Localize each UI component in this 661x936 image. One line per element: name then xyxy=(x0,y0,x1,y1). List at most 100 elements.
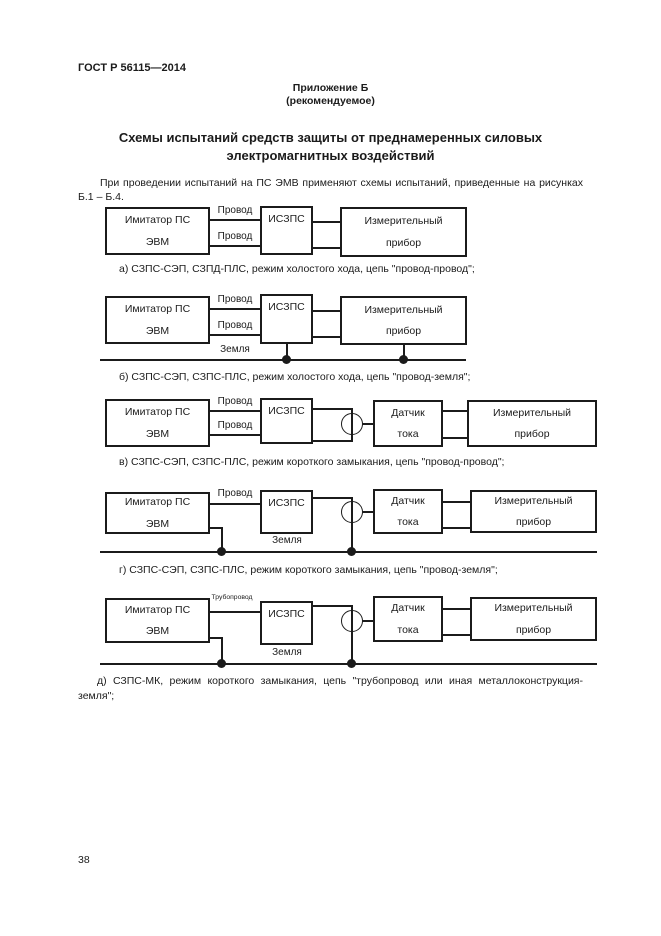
wire-line xyxy=(443,410,467,412)
ground-line xyxy=(100,663,597,665)
iszps-label: ИСЗПС xyxy=(268,405,305,417)
page-number: 38 xyxy=(78,854,90,866)
wire-label: Провод xyxy=(217,396,253,407)
current-probe-icon xyxy=(341,501,363,523)
wire-line xyxy=(313,336,340,338)
sensor-label-line1: Датчик xyxy=(391,494,425,507)
iszps-label: ИСЗПС xyxy=(268,301,305,313)
wire-line xyxy=(313,408,353,410)
caption-g: г) СЗПС-СЭП, СЗПС-ПЛС, режим короткого з… xyxy=(119,564,498,576)
wire-line xyxy=(210,219,260,221)
ground-line xyxy=(100,551,597,553)
junction-dot xyxy=(282,355,291,364)
ground-drop-line xyxy=(221,527,223,552)
imitator-label-line2: ЭВМ xyxy=(145,235,170,248)
meter-box: Измерительный прибор xyxy=(340,207,467,257)
wire-line xyxy=(443,608,470,610)
ground-drop-line xyxy=(286,344,288,360)
current-probe-icon xyxy=(341,610,363,632)
wire-label: Провод xyxy=(217,294,253,305)
wire-line xyxy=(210,611,260,613)
meter-label-line2: прибор xyxy=(515,516,552,528)
wire-label: Провод xyxy=(217,205,253,216)
wire-line xyxy=(313,221,340,223)
meter-label-line2: прибор xyxy=(385,325,422,337)
wire-label: Провод xyxy=(217,488,253,499)
iszps-label: ИСЗПС xyxy=(268,213,305,225)
current-sensor-box: Датчик тока xyxy=(373,596,443,642)
wire-line xyxy=(210,308,260,310)
intro-line2: Б.1 – Б.4. xyxy=(78,191,124,203)
iszps-box: ИСЗПС xyxy=(260,206,313,255)
imitator-label-line1: Имитатор ПС xyxy=(124,214,191,226)
imitator-label-line1: Имитатор ПС xyxy=(124,603,191,616)
caption-v: в) СЗПС-СЭП, СЗПС-ПЛС, режим короткого з… xyxy=(119,456,505,468)
iszps-label: ИСЗПС xyxy=(268,497,305,509)
imitator-label-line1: Имитатор ПС xyxy=(124,406,191,418)
ground-label: Земля xyxy=(272,647,302,658)
annex-heading: Приложение Б xyxy=(292,82,369,94)
iszps-box: ИСЗПС xyxy=(260,490,313,534)
doc-code: ГОСТ Р 56115—2014 xyxy=(78,62,186,74)
iszps-label: ИСЗПС xyxy=(268,608,305,620)
wire-line xyxy=(210,410,260,412)
meter-box: Измерительный прибор xyxy=(470,490,597,533)
wire-line xyxy=(362,423,373,425)
imitator-label-line2: ЭВМ xyxy=(145,625,170,637)
imitator-box: Имитатор ПС ЭВМ xyxy=(105,207,210,255)
annex-kind: (рекомендуемое) xyxy=(286,95,375,107)
caption-d-line2: земля"; xyxy=(78,690,115,702)
wire-line xyxy=(210,637,222,639)
wire-line xyxy=(313,440,353,442)
meter-label-line2: прибор xyxy=(515,623,552,636)
imitator-box: Имитатор ПС ЭВМ xyxy=(105,399,210,447)
ground-drop-line xyxy=(403,345,405,360)
meter-box: Измерительный прибор xyxy=(470,597,597,641)
wire-label: Провод xyxy=(217,420,253,431)
imitator-label-line2: ЭВМ xyxy=(145,427,170,440)
meter-label-line2: прибор xyxy=(385,236,422,249)
sensor-label-line1: Датчик xyxy=(391,602,425,614)
current-probe-icon xyxy=(341,413,363,435)
wire-line xyxy=(362,620,373,622)
iszps-box: ИСЗПС xyxy=(260,294,313,344)
current-sensor-box: Датчик тока xyxy=(373,489,443,534)
ground-drop-line xyxy=(351,497,353,552)
page-title-line2: электромагнитных воздействий xyxy=(226,148,435,163)
ground-label: Земля xyxy=(220,344,250,355)
iszps-box: ИСЗПС xyxy=(260,398,313,444)
meter-label-line2: прибор xyxy=(514,428,550,440)
meter-label-line1: Измерительный xyxy=(494,602,573,614)
imitator-box: Имитатор ПС ЭВМ xyxy=(105,598,210,643)
ground-label: Земля xyxy=(272,535,302,546)
imitator-label-line2: ЭВМ xyxy=(145,324,170,337)
sensor-label-line2: тока xyxy=(397,623,419,636)
wire-line xyxy=(210,503,260,505)
sensor-label-line1: Датчик xyxy=(391,406,425,419)
sensor-label-line2: тока xyxy=(397,516,419,528)
wire-line xyxy=(313,605,352,607)
meter-label-line1: Измерительный xyxy=(364,215,443,227)
caption-d-line1: д) СЗПС-МК, режим короткого замыкания, ц… xyxy=(97,675,583,687)
meter-label-line1: Измерительный xyxy=(492,406,572,419)
wire-line xyxy=(210,334,260,336)
imitator-box: Имитатор ПС ЭВМ xyxy=(105,492,210,534)
wire-line xyxy=(362,511,373,513)
page-title-line1: Схемы испытаний средств защиты от предна… xyxy=(118,130,543,145)
meter-label-line1: Измерительный xyxy=(364,303,443,316)
sensor-label-line2: тока xyxy=(397,428,419,440)
caption-b: б) СЗПС-СЭП, СЗПС-ПЛС, режим холостого х… xyxy=(119,371,471,383)
wire-line xyxy=(443,527,470,529)
meter-box: Измерительный прибор xyxy=(340,296,467,345)
ground-drop-line xyxy=(351,605,353,664)
junction-dot xyxy=(399,355,408,364)
meter-label-line1: Измерительный xyxy=(494,494,573,507)
wire-line xyxy=(443,634,470,636)
wire-line xyxy=(210,434,260,436)
ground-drop-line xyxy=(221,637,223,664)
meter-box: Измерительный прибор xyxy=(467,400,597,447)
wire-line xyxy=(210,245,260,247)
wire-line xyxy=(210,527,222,529)
imitator-label-line2: ЭВМ xyxy=(145,517,170,530)
